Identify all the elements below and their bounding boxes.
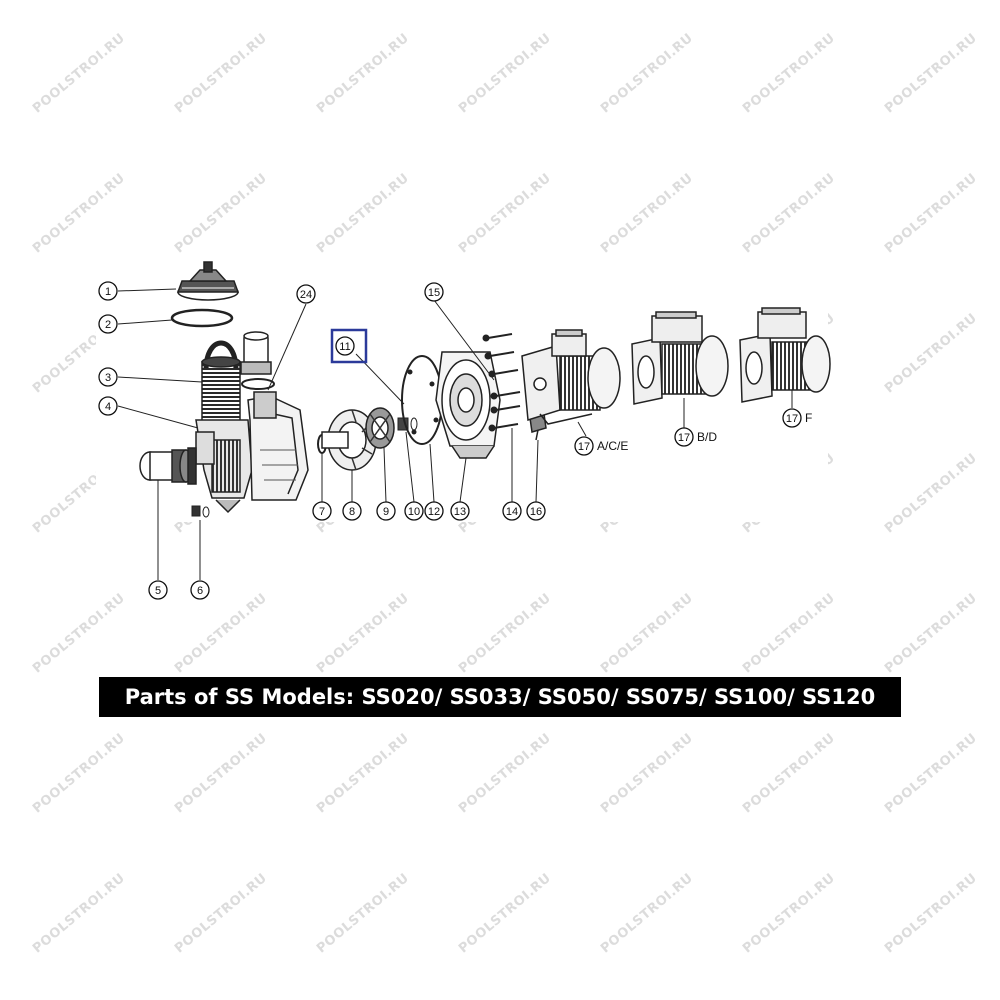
part-drain-plug xyxy=(191,505,210,518)
part-label-circle xyxy=(98,367,118,387)
part-label-number: 24 xyxy=(300,289,312,301)
part-label-8: 8 xyxy=(342,501,362,521)
part-label-circle xyxy=(98,314,118,334)
part-label-number: 5 xyxy=(155,585,161,597)
part-label-17-ace: 17 A/C/E xyxy=(574,436,628,456)
part-label-number: 17 xyxy=(578,441,590,453)
part-label-number: 9 xyxy=(383,506,389,518)
part-label-number: 11 xyxy=(339,341,350,353)
part-label-circle xyxy=(98,281,118,301)
part-label-6: 6 xyxy=(190,580,210,600)
caption-text: Parts of SS Models: SS020/ SS033/ SS050/… xyxy=(124,685,876,709)
part-label-suffix: A/C/E xyxy=(597,439,628,453)
part-label-circle xyxy=(98,396,118,416)
part-lid-oring xyxy=(170,308,234,328)
part-label-circle xyxy=(502,501,522,521)
part-label-number: 15 xyxy=(428,287,440,299)
part-strainer-basket xyxy=(201,340,241,423)
part-label-13: 13 xyxy=(450,501,470,521)
part-label-11: 11 xyxy=(335,336,355,356)
part-label-circle xyxy=(342,501,362,521)
part-label-number: 17 xyxy=(786,413,798,425)
part-label-15: 15 xyxy=(424,282,444,302)
part-diffuser xyxy=(321,409,377,471)
part-label-number: 10 xyxy=(408,506,420,518)
part-label-circle xyxy=(190,580,210,600)
part-label-circle xyxy=(424,282,444,302)
part-lid xyxy=(176,261,240,301)
part-label-number: 2 xyxy=(105,319,111,331)
part-label-circle xyxy=(782,408,802,428)
part-pump-housing xyxy=(195,391,309,514)
part-label-circle xyxy=(312,501,332,521)
part-label-number: 13 xyxy=(454,506,466,518)
part-label-7: 7 xyxy=(312,501,332,521)
part-union-fitting xyxy=(240,331,275,390)
part-label-circle xyxy=(574,436,594,456)
part-label-suffix: B/D xyxy=(697,430,717,444)
part-label-number: 7 xyxy=(319,506,325,518)
part-label-circle xyxy=(424,501,444,521)
part-label-number: 17 xyxy=(678,432,690,444)
part-label-number: 1 xyxy=(105,286,111,298)
part-gasket-holes xyxy=(407,369,439,435)
part-label-14: 14 xyxy=(502,501,522,521)
part-label-circle xyxy=(404,501,424,521)
part-label-5: 5 xyxy=(148,580,168,600)
part-label-number: 8 xyxy=(349,506,355,518)
highlight-box xyxy=(330,328,368,364)
part-label-circle xyxy=(376,501,396,521)
motor-b-d xyxy=(631,311,729,405)
part-label-circle xyxy=(674,427,694,447)
motor-f xyxy=(739,307,831,403)
part-label-17-bd: 17 B/D xyxy=(674,427,717,447)
part-impeller xyxy=(365,407,395,449)
part-label-24: 24 xyxy=(296,284,316,304)
part-label-4: 4 xyxy=(98,396,118,416)
leader-lines xyxy=(117,288,793,580)
part-label-number: 4 xyxy=(105,401,111,413)
part-inlet-union xyxy=(139,447,197,485)
part-label-circle xyxy=(450,501,470,521)
part-label-circle xyxy=(296,284,316,304)
part-label-number: 6 xyxy=(197,585,203,597)
part-label-2: 2 xyxy=(98,314,118,334)
part-label-circle xyxy=(526,501,546,521)
part-label-1: 1 xyxy=(98,281,118,301)
motor-a-c-e xyxy=(521,329,621,425)
part-label-3: 3 xyxy=(98,367,118,387)
part-seal-plate xyxy=(435,351,501,459)
part-label-circle xyxy=(335,336,355,356)
caption-bar: Parts of SS Models: SS020/ SS033/ SS050/… xyxy=(99,677,901,717)
part-label-9: 9 xyxy=(376,501,396,521)
part-label-number: 3 xyxy=(105,372,111,384)
part-label-number: 12 xyxy=(428,506,440,518)
part-label-circle xyxy=(148,580,168,600)
part-label-number: 14 xyxy=(506,506,518,518)
part-label-12: 12 xyxy=(424,501,444,521)
part-label-suffix: F xyxy=(805,411,812,425)
part-label-16: 16 xyxy=(526,501,546,521)
part-label-17-f: 17 F xyxy=(782,408,812,428)
part-label-number: 16 xyxy=(530,506,542,518)
part-label-10: 10 xyxy=(404,501,424,521)
